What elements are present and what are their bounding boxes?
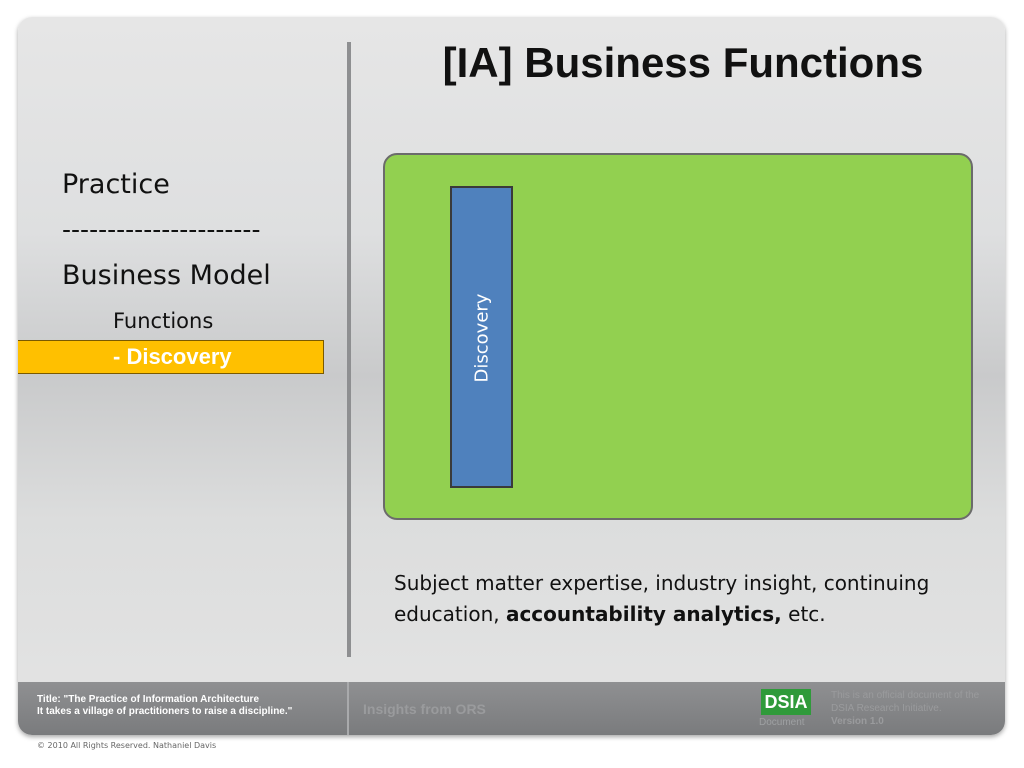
footer-insights: Insights from ORS	[363, 701, 486, 717]
description-bold: accountability analytics,	[505, 602, 782, 626]
footer-title-line2: It takes a village of practitioners to r…	[37, 706, 293, 717]
footer-version-text: Version 1.0	[831, 716, 884, 727]
nav-item-discovery-label: - Discovery	[113, 344, 232, 369]
description-text-part1: Subject matter expertise, industry insig…	[394, 571, 930, 626]
description-text: Subject matter expertise, industry insig…	[394, 568, 964, 630]
footer-title-line1: Title: "The Practice of Information Arch…	[37, 694, 260, 705]
dsia-logo: DSIA	[761, 689, 811, 715]
description-text-part2: etc.	[781, 602, 826, 626]
footer-official-line1: This is an official document of the	[831, 690, 980, 701]
nav-item-practice[interactable]: Practice	[62, 169, 170, 200]
slide: [IA] Business Functions Practice -------…	[18, 17, 1005, 735]
footer-divider	[347, 682, 349, 735]
footer-official-note: This is an official document of the DSIA…	[831, 689, 1003, 728]
nav-separator: ----------------------	[62, 215, 261, 244]
footer-version: Version 1.0	[831, 715, 1003, 728]
nav-item-functions[interactable]: Functions	[113, 309, 214, 333]
copyright-text: © 2010 All Rights Reserved. Nathaniel Da…	[37, 741, 217, 750]
page-title: [IA] Business Functions	[442, 39, 924, 86]
footer-title: Title: "The Practice of Information Arch…	[37, 694, 292, 718]
vertical-divider	[347, 42, 351, 657]
discovery-bar: Discovery	[450, 186, 513, 488]
footer-bar: Title: "The Practice of Information Arch…	[18, 682, 1005, 735]
footer-official-line2: DSIA Research Initiative.	[831, 703, 942, 714]
dsia-logo-subtitle: Document	[759, 717, 805, 728]
discovery-bar-label: Discovery	[471, 293, 492, 383]
nav-item-business-model[interactable]: Business Model	[62, 260, 271, 291]
nav-item-discovery-active[interactable]: - Discovery	[18, 340, 324, 374]
